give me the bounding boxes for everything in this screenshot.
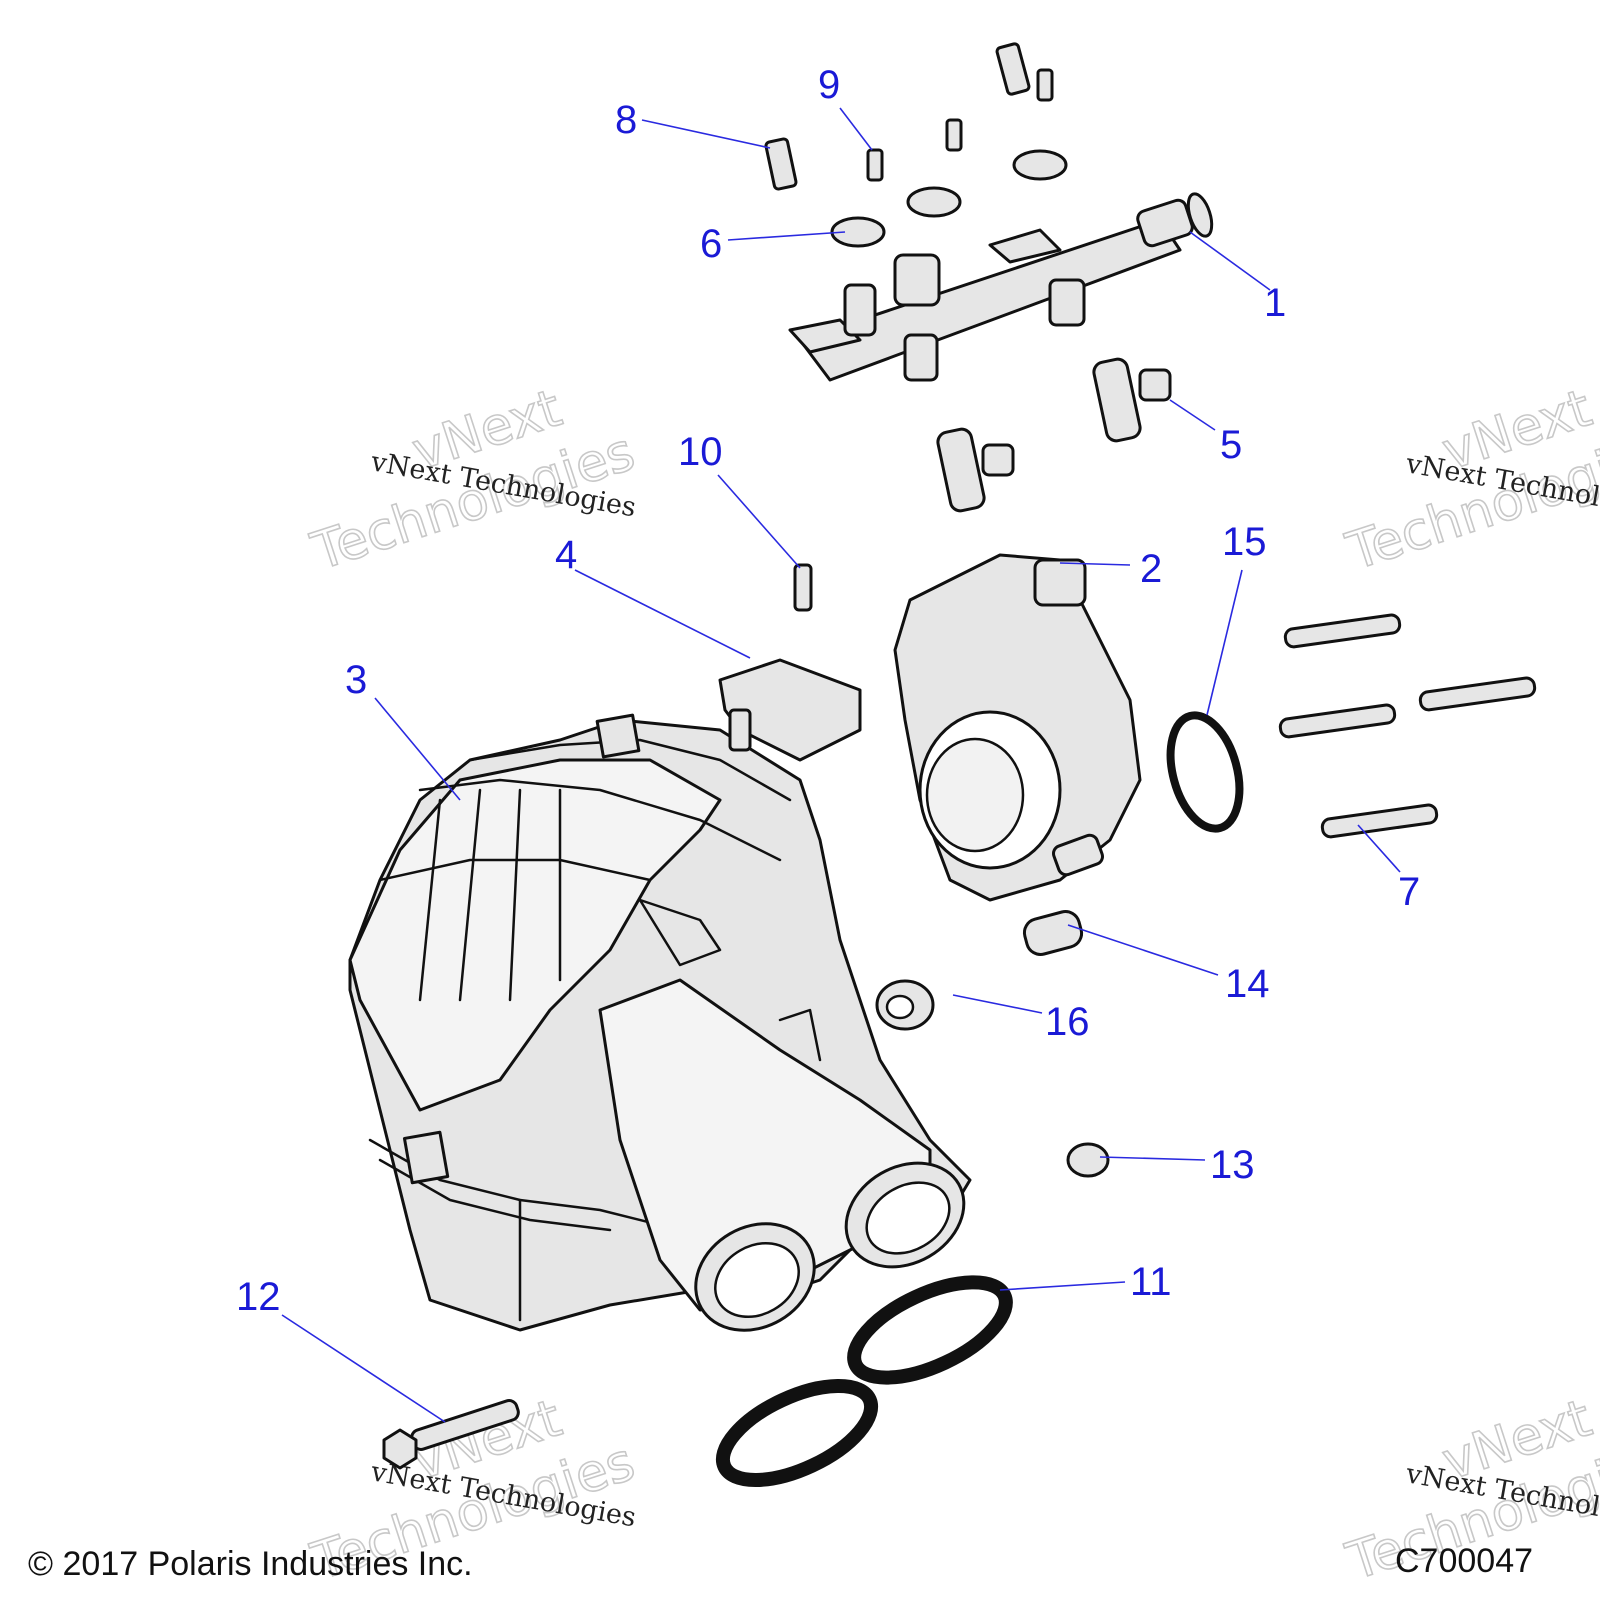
watermark-top-right: vNext Technologies vNext Technologies [1339,378,1600,584]
callout-3: 3 [345,658,367,702]
leader-9 [839,107,873,151]
sensor-drawing [718,563,862,762]
leader-13 [1099,1156,1206,1161]
callout-10: 10 [678,430,723,474]
clamps-drawing [382,1275,1013,1487]
figure-id: C700047 [1395,1542,1533,1580]
leader-6 [727,231,846,241]
fuel-rail-drawing [788,192,1214,382]
leader-14 [1067,924,1219,976]
leader-10 [717,474,801,569]
callout-4: 4 [555,533,577,577]
callout-13: 13 [1210,1143,1255,1187]
small-fasteners-drawing [764,42,1068,248]
leader-4 [574,569,751,659]
hardware-drawing [875,613,1537,1178]
copyright-notice: © 2017 Polaris Industries Inc. [28,1545,473,1583]
callout-5: 5 [1220,423,1242,467]
callout-9: 9 [818,63,840,107]
callout-12: 12 [236,1275,281,1319]
callout-1: 1 [1264,281,1286,325]
callout-6: 6 [700,222,722,266]
fuel-injectors-drawing [936,357,1172,513]
leader-7 [1357,824,1401,873]
callout-11: 11 [1130,1260,1172,1304]
callout-2: 2 [1140,547,1162,591]
callout-8: 8 [615,98,637,142]
callout-16: 16 [1045,1000,1090,1044]
leader-2 [1059,562,1131,566]
intake-manifold-drawing [348,713,972,1332]
leader-lines [281,107,1401,1423]
leader-12 [281,1314,446,1423]
leader-15 [1206,569,1243,716]
leader-3 [374,697,461,801]
leader-16 [952,994,1043,1014]
callout-14: 14 [1225,962,1270,1006]
leader-1 [1189,231,1271,291]
watermark-top-left: vNext Technologies vNext Technologies [304,378,643,584]
throttle-body-drawing [893,553,1142,902]
callout-15: 15 [1222,520,1267,564]
leader-11 [999,1281,1126,1291]
leader-5 [1169,399,1216,431]
callout-7: 7 [1398,870,1420,914]
leader-8 [641,119,771,149]
callout-numbers: 1 2 3 4 5 6 7 8 9 10 11 12 13 14 15 16 [236,63,1420,1319]
